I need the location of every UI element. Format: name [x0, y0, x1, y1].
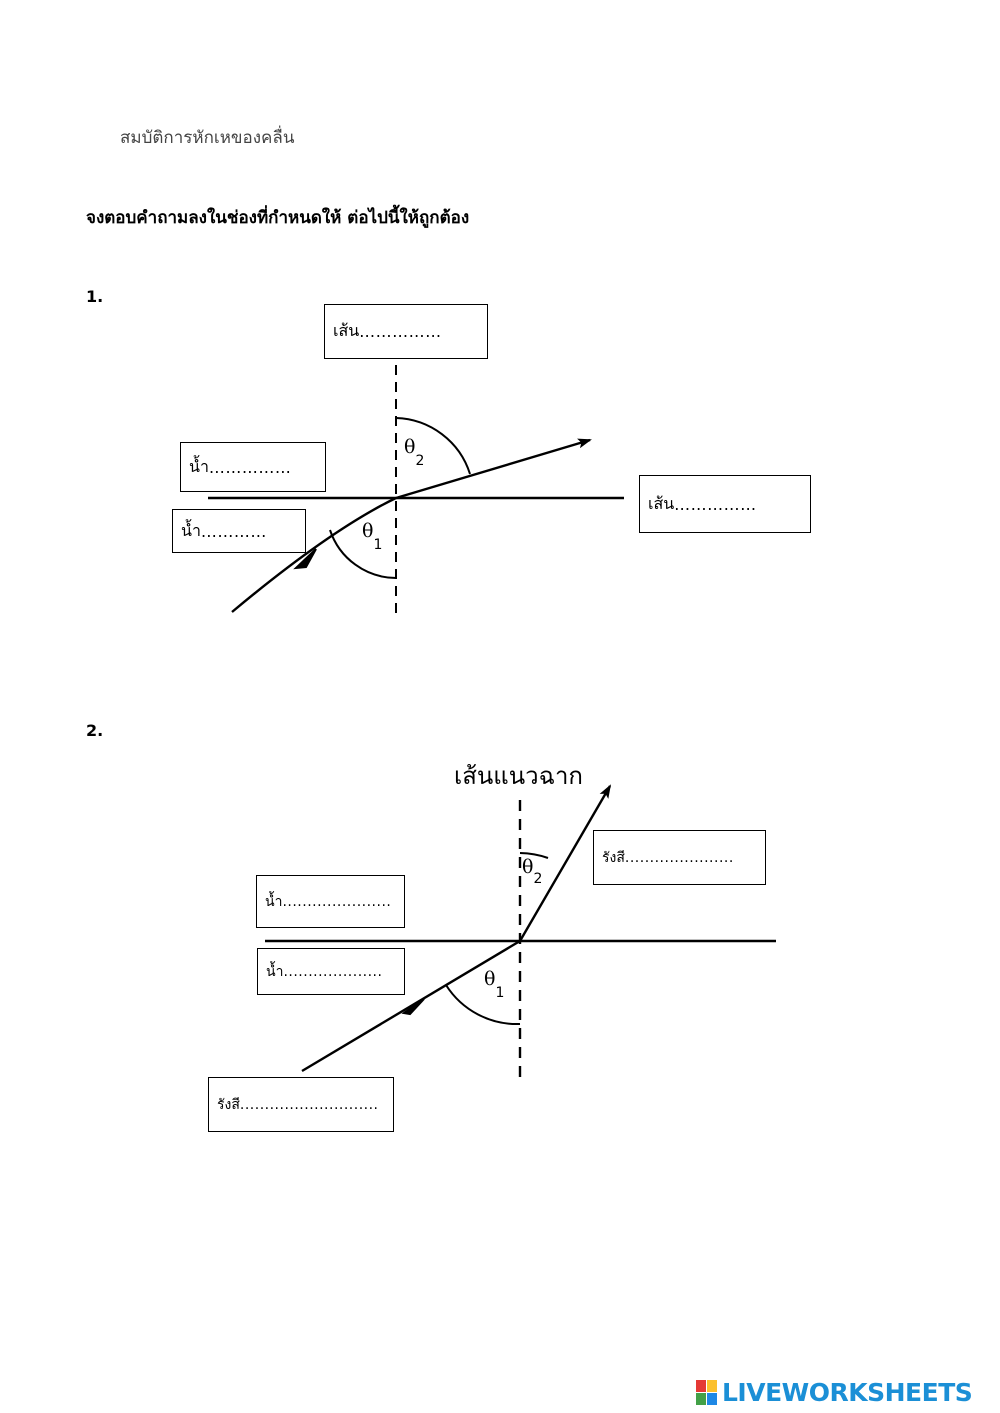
theta-subscript: 1	[373, 537, 383, 553]
refracted-ray-1	[395, 438, 592, 500]
theta2-arc-2	[519, 852, 549, 859]
theta2-label-2: θ2	[522, 856, 542, 887]
box-label: รังสี	[602, 849, 625, 866]
box-label: น้ำ	[265, 893, 283, 910]
box-label: น้ำ	[189, 456, 209, 476]
theta2-label-1: θ2	[404, 436, 424, 469]
box-label: รังสี	[217, 1096, 240, 1113]
box-label: น้ำ	[181, 520, 201, 540]
box-label: เส้น	[333, 321, 360, 340]
theta1-arc-1	[329, 529, 397, 579]
question-1-number: 1.	[86, 287, 104, 306]
incident-arrow-2	[401, 998, 425, 1016]
answer-box-lower-water-2[interactable]: น้ำ....................	[257, 948, 405, 995]
theta2-arc-1	[395, 417, 471, 475]
normal-line-title: เส้นแนวฉาก	[454, 762, 583, 790]
answer-box-incident-ray[interactable]: รังสี............................	[208, 1077, 394, 1132]
answer-box-upper-water-2[interactable]: น้ำ......................	[256, 875, 405, 928]
box-label: เส้น	[648, 493, 675, 513]
box-label: น้ำ	[266, 963, 284, 980]
box-blank: ……………	[674, 494, 757, 514]
box-blank: ....................	[283, 963, 383, 980]
box-blank: ......................	[624, 849, 734, 866]
box-blank: ……………	[208, 457, 292, 477]
box-blank: ............................	[239, 1096, 379, 1113]
answer-box-upper-water-1[interactable]: น้ำ……………	[180, 442, 326, 492]
answer-box-normal-line[interactable]: เส้น……………	[324, 304, 488, 359]
liveworksheets-branding: LIVEWORKSHEETS	[696, 1378, 973, 1407]
box-blank: ......................	[282, 893, 392, 910]
diagram-1	[208, 365, 624, 620]
question-2-number: 2.	[86, 721, 104, 740]
brand-name: LIVEWORKSHEETS	[722, 1378, 973, 1407]
instruction-text: จงตอบคำถามลงในช่องที่กำหนดให้ ต่อไปนี้ให…	[86, 208, 470, 228]
theta-subscript: 2	[415, 453, 425, 469]
theta1-label-1: θ1	[362, 520, 382, 553]
answer-box-lower-water-1[interactable]: น้ำ…………	[172, 509, 306, 553]
worksheet-subtitle: สมบัติการหักเหของคลื่น	[120, 128, 295, 148]
incident-ray-1	[231, 496, 397, 613]
theta1-label-2: θ1	[484, 968, 504, 1001]
answer-box-refracted-ray[interactable]: รังสี......................	[593, 830, 766, 885]
theta-symbol: θ	[522, 856, 534, 878]
incident-ray-2	[301, 939, 521, 1073]
liveworksheets-logo-icon	[696, 1379, 718, 1406]
refracted-ray-2	[518, 784, 612, 942]
theta-subscript: 2	[533, 871, 543, 887]
theta-subscript: 1	[495, 985, 505, 1001]
box-blank: …………	[200, 521, 267, 541]
diagram-2	[265, 784, 776, 1082]
theta-symbol: θ	[404, 436, 416, 458]
theta-symbol: θ	[484, 968, 496, 990]
incident-arrow-1	[293, 548, 317, 570]
theta1-arc-2	[445, 984, 521, 1026]
theta-symbol: θ	[362, 520, 374, 542]
answer-box-boundary-line[interactable]: เส้น……………	[639, 475, 811, 533]
box-blank: ……………	[359, 322, 442, 341]
